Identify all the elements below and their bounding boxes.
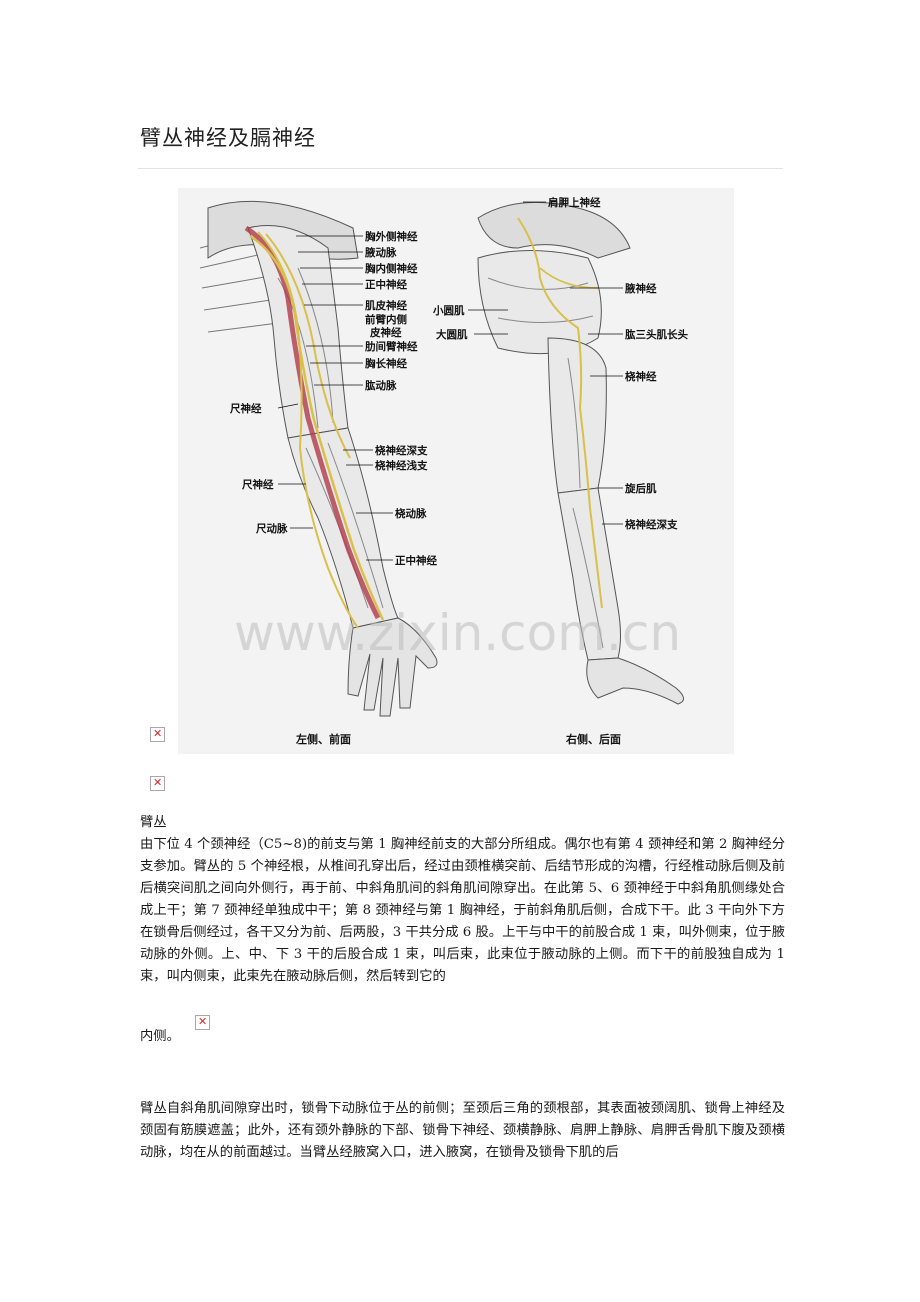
label-medial-antebrachial-2: 皮神经 [369, 326, 402, 339]
label-suprascapular-nerve: 肩胛上神经 [548, 196, 601, 209]
label-axillary-artery: 腋动脉 [365, 246, 397, 259]
label-radial-deep-branch-right: 桡神经深支 [625, 518, 678, 531]
label-median-nerve-upper: 正中神经 [365, 278, 407, 291]
label-ulnar-nerve-upper: 尺神经 [230, 402, 262, 415]
broken-image-icon [150, 776, 165, 791]
watermark-text: www.zixin.com.cn [234, 604, 681, 662]
paragraph-2: 臂丛自斜角肌间隙穿出时，锁骨下动脉位于丛的前侧；至颈后三角的颈根部，其表面被颈阔… [140, 1101, 785, 1160]
label-long-thoracic-nerve: 胸长神经 [365, 357, 407, 370]
nerve-line-left-3 [265, 233, 351, 459]
nerve-line-left-2 [257, 231, 359, 629]
anatomy-illustration: 胸外侧神经 腋动脉 胸内侧神经 正中神经 肌皮神经 前臂内侧 皮神经 肋间臂神经… [199, 196, 688, 746]
paragraph-1: 由下位 4 个颈神经（C5~8)的前支与第 1 胸神经前支的大部分所组成。偶尔也… [140, 837, 785, 984]
label-teres-major: 大圆肌 [436, 328, 468, 341]
right-arm-drawing [477, 201, 684, 705]
label-ulnar-nerve-lower: 尺神经 [242, 478, 274, 491]
label-musculocutaneous-nerve: 肌皮神经 [365, 299, 407, 312]
label-axillary-nerve: 腋神经 [625, 282, 657, 295]
section-heading: 臂丛 [140, 815, 167, 830]
caption-right-posterior: 右侧、后面 [565, 732, 621, 746]
label-teres-minor: 小圆肌 [432, 304, 465, 317]
artery-line-left [244, 225, 381, 620]
label-intercostobrachial-nerve: 肋间臂神经 [365, 340, 418, 353]
label-radial-nerve: 桡神经 [625, 370, 657, 383]
broken-image-icon [195, 1015, 210, 1030]
label-medial-antebrachial-1: 前臂内侧 [365, 313, 407, 326]
label-radial-deep-branch: 桡神经深支 [375, 444, 428, 457]
label-radial-artery: 桡动脉 [395, 507, 427, 520]
label-lateral-pectoral-nerve: 胸外侧神经 [365, 230, 418, 243]
broken-image-icon [150, 727, 165, 742]
label-medial-pectoral-nerve: 胸内侧神经 [365, 262, 418, 275]
label-supinator: 旋后肌 [624, 482, 657, 495]
nerve-line-right-1 [517, 217, 603, 609]
label-brachial-artery: 肱动脉 [365, 379, 397, 392]
label-median-nerve-lower: 正中神经 [395, 554, 437, 567]
caption-left-anterior: 左侧、前面 [295, 732, 351, 746]
anatomy-figure: 胸外侧神经 腋动脉 胸内侧神经 正中神经 肌皮神经 前臂内侧 皮神经 肋间臂神经… [178, 188, 734, 754]
label-triceps-long-head: 肱三头肌长头 [625, 328, 688, 341]
label-ulnar-artery: 尺动脉 [256, 522, 288, 535]
title-divider [138, 168, 783, 169]
paragraph-1-tail: 内侧。 [140, 1029, 180, 1044]
label-radial-superficial-branch: 桡神经浅支 [375, 459, 428, 472]
leader-lines [277, 201, 623, 561]
page-title: 臂丛神经及膈神经 [140, 126, 316, 150]
